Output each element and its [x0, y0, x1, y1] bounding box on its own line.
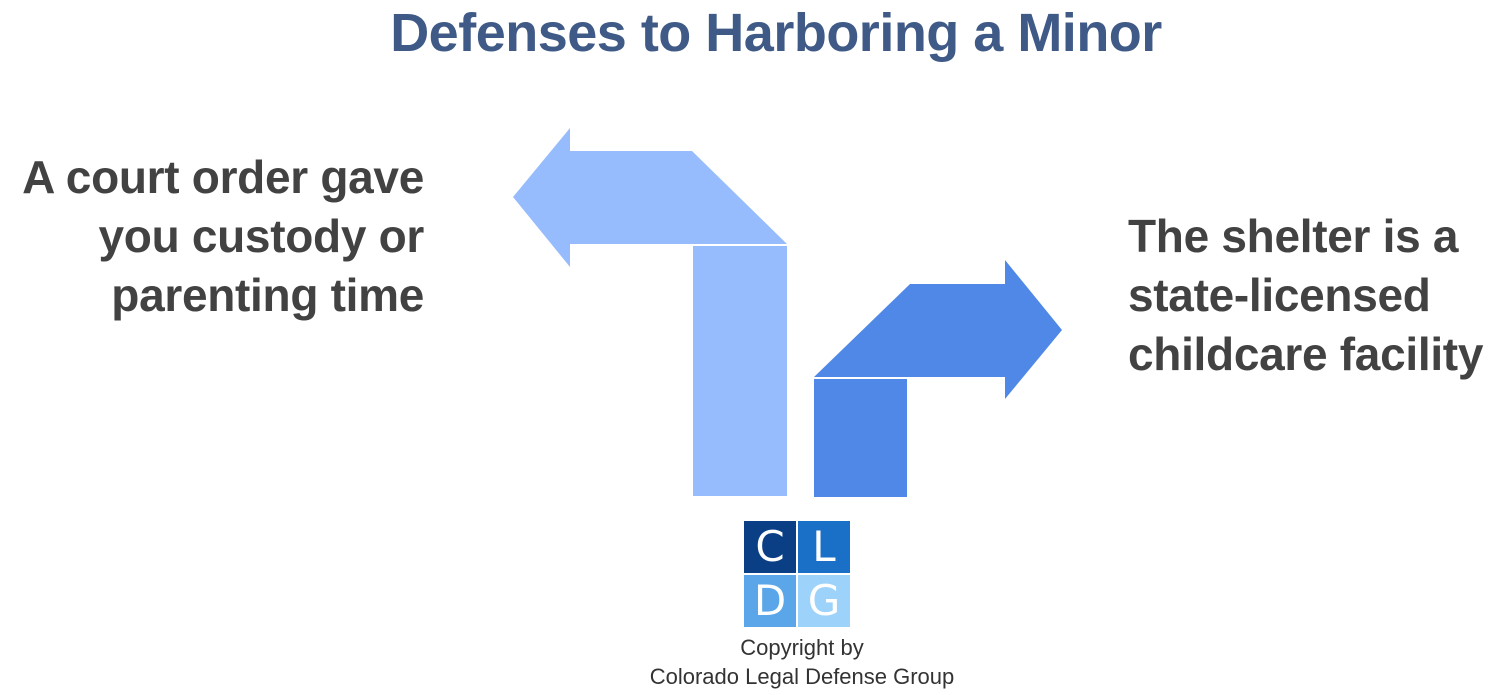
copyright-line: Copyright by — [740, 635, 864, 660]
right-label-line: childcare facility — [1128, 328, 1484, 380]
copyright-notice: Copyright by Colorado Legal Defense Grou… — [600, 633, 1004, 691]
copyright-line: Colorado Legal Defense Group — [649, 664, 955, 689]
logo-letter-l: L — [798, 521, 850, 573]
left-arrow — [513, 128, 787, 496]
right-arrow — [814, 260, 1062, 497]
right-arrow-head — [814, 260, 1062, 399]
right-label-line: The shelter is a — [1128, 210, 1459, 262]
left-label-line: parenting time — [111, 269, 424, 321]
logo-letter-g: G — [798, 575, 850, 627]
right-label-line: state-licensed — [1128, 269, 1431, 321]
cldg-logo: C L D G — [744, 521, 850, 627]
logo-letter-c: C — [744, 521, 796, 573]
logo-letter-d: D — [744, 575, 796, 627]
diagram-title: Defenses to Harboring a Minor — [390, 3, 1162, 63]
left-label-line: A court order gave — [22, 151, 424, 203]
left-arrow-head — [513, 128, 787, 267]
left-label-line: you custody or — [98, 210, 424, 262]
left-arrow-stem — [693, 246, 787, 496]
right-defense-label: The shelter is a state-licensed childcar… — [1128, 207, 1508, 384]
right-arrow-stem — [814, 379, 907, 497]
left-defense-label: A court order gave you custody or parent… — [0, 148, 424, 325]
